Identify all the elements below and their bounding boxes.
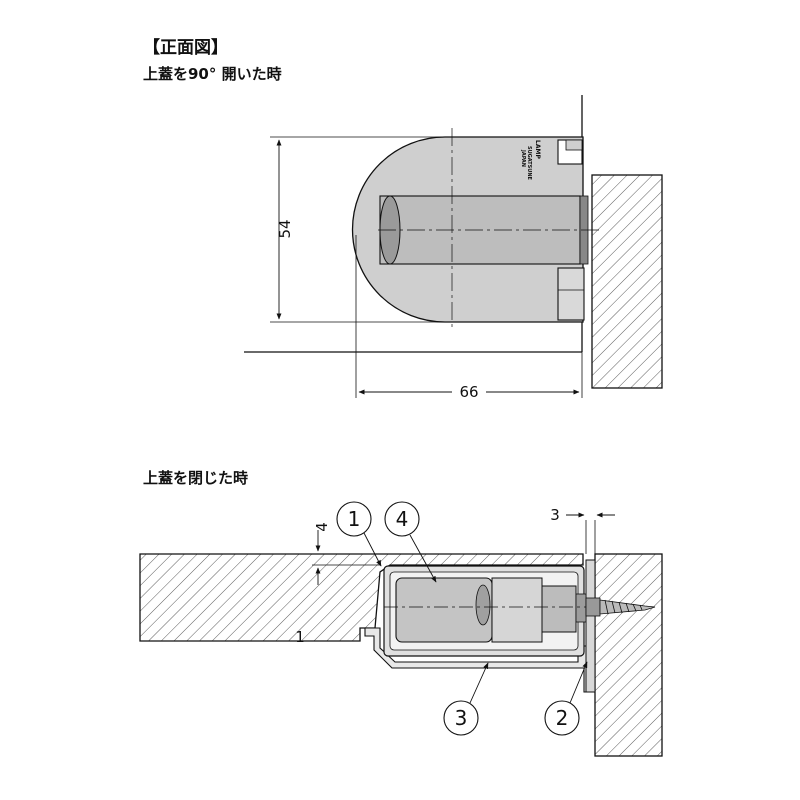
svg-text:4: 4 <box>396 507 409 531</box>
svg-text:2: 2 <box>556 706 569 730</box>
svg-text:1: 1 <box>348 507 361 531</box>
open-state-heading: 上蓋を90° 開いた時 <box>143 65 282 83</box>
cabinet-wall-bottom <box>594 553 663 757</box>
front-view-heading: 【正面図】 <box>143 38 228 58</box>
svg-text:SUGATSUNE: SUGATSUNE <box>526 146 532 181</box>
dimension-offset-side: 3 <box>550 506 560 524</box>
open-view: LAMP SUGATSUNE JAPAN 54 66 <box>244 95 663 401</box>
closed-view: 4 3 1 1 4 3 2 <box>139 501 663 757</box>
svg-text:LAMP: LAMP <box>534 140 541 159</box>
dimension-width: 66 <box>459 383 478 401</box>
cabinet-wall-top <box>591 174 663 389</box>
svg-text:JAPAN: JAPAN <box>520 149 526 167</box>
callout-4: 4 <box>384 501 437 583</box>
callout-1: 1 <box>336 501 382 567</box>
callout-2: 2 <box>544 661 588 736</box>
lid-label: 1 <box>295 628 305 646</box>
closed-state-heading: 上蓋を閉じた時 <box>143 469 249 487</box>
dimension-height: 54 <box>276 219 294 238</box>
svg-text:3: 3 <box>455 706 468 730</box>
lid-panel <box>139 553 584 642</box>
dimension-offset-top: 4 <box>313 522 331 532</box>
brand-logo: LAMP <box>534 140 541 159</box>
screw <box>585 597 656 617</box>
mounting-plate <box>585 559 596 693</box>
callout-3: 3 <box>443 662 489 736</box>
